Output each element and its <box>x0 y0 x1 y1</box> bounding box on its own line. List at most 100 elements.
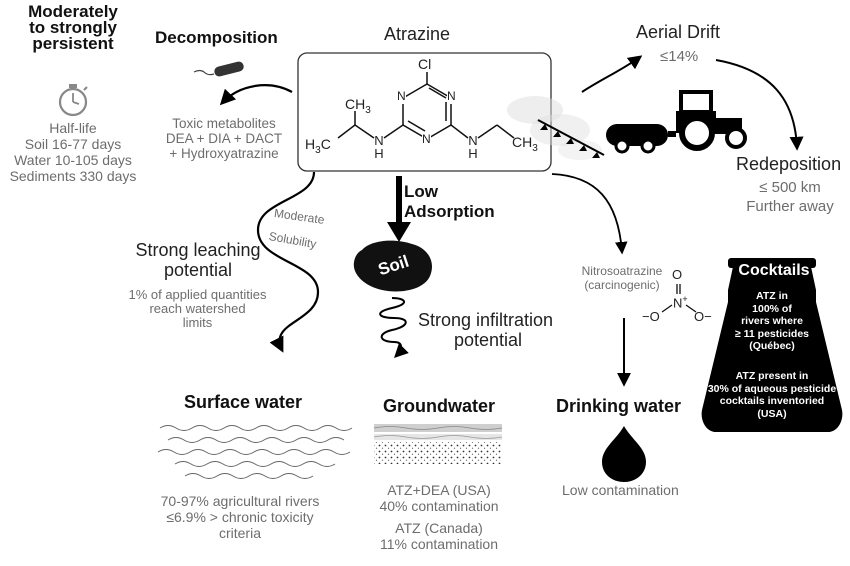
leaching-title-line: Strong leaching <box>135 240 261 260</box>
adsorption-title: Low Adsorption <box>404 182 495 222</box>
atom-n-ring-bottom: N <box>422 132 431 147</box>
atom-text: N <box>673 295 683 311</box>
nitroso-o-right: O− <box>694 309 712 324</box>
atom-subscript: 3 <box>532 142 538 154</box>
redeposition-block: ≤ 500 km Further away <box>736 178 844 216</box>
groundwater-block: ATZ+DEA (USA) 40% contamination ATZ (Can… <box>364 482 514 552</box>
atom-subscript: 3 <box>315 144 321 156</box>
metabolites-block: Toxic metabolites DEA + DIA + DACT + Hyd… <box>158 116 290 161</box>
atom-text: N <box>374 133 384 148</box>
infiltration-title-line: Strong infiltration <box>418 310 554 330</box>
nitroso-name: Nitrosoatrazine <box>581 264 663 278</box>
cocktails-line: 100% of <box>752 302 792 315</box>
cocktails-flask <box>701 262 843 432</box>
metabolites-line: + Hydroxyatrazine <box>169 146 279 161</box>
surface-water-title: Surface water <box>184 392 303 412</box>
groundwater-line: 40% contamination <box>379 498 499 514</box>
half-life-line: Sediments 330 days <box>9 168 137 184</box>
infiltration-spiral-arrow <box>379 297 409 358</box>
persistence-title-line: to strongly <box>29 18 117 37</box>
adsorption-title-line: Adsorption <box>404 202 495 221</box>
infiltration-title: Strong infiltration potential <box>418 310 553 350</box>
cocktails-line: (USA) <box>757 407 787 420</box>
water-drop-icon <box>602 426 646 482</box>
nitroso-branch-arrow <box>551 173 628 255</box>
groundwater-strata <box>373 424 503 464</box>
aerial-drift-value: ≤14% <box>660 48 699 65</box>
atom-ch3-top: CH3 <box>345 96 371 116</box>
atom-text: N <box>468 133 478 148</box>
cocktails-line: ATZ in <box>756 290 788 302</box>
leaching-title-line: potential <box>163 260 233 280</box>
surface-water-line: 70-97% agricultural rivers <box>160 493 320 509</box>
atom-subscript: 3 <box>365 104 371 116</box>
cocktails-line: cocktails inventoried <box>719 395 825 407</box>
cocktails-line: (Québec) <box>749 340 795 352</box>
atom-charge: + <box>682 294 688 304</box>
decomposition-arrow <box>219 84 293 106</box>
leaching-wavy-arrow <box>256 171 320 353</box>
drinking-water-note: Low contamination <box>562 482 679 498</box>
nitroso-note: (carcinogenic) <box>584 278 660 292</box>
decomposition-title: Decomposition <box>155 28 278 47</box>
persistence-title-line: persistent <box>32 34 114 53</box>
atom-cl: Cl <box>418 56 432 72</box>
groundwater-line: ATZ+DEA (USA) <box>387 482 491 498</box>
persistence-title-line: Moderately <box>28 2 118 21</box>
cocktails-title: Cocktails <box>738 262 810 279</box>
redeposition-line: Further away <box>746 198 834 215</box>
adsorption-arrow <box>387 176 411 242</box>
nitroso-o-top: O <box>672 267 683 282</box>
spray-cloud <box>507 96 602 160</box>
leaching-line: 1% of applied quantities <box>128 287 267 302</box>
atom-n-ring-right: N <box>447 89 456 104</box>
atom-n-ring-left: N <box>397 89 406 104</box>
atom-nh-left: N H <box>372 134 386 160</box>
cocktails-line: 30% of aqueous pesticide <box>707 382 837 395</box>
surface-water-line: ≤6.9% > chronic toxicity <box>166 509 314 525</box>
redeposition-line: ≤ 500 km <box>759 179 821 196</box>
redeposition-title: Redeposition <box>736 154 842 174</box>
surface-water-waves <box>157 425 353 479</box>
atom-text: H <box>305 136 316 152</box>
atom-h3c-left: H3C <box>305 136 331 156</box>
groundwater-title: Groundwater <box>383 396 496 416</box>
metabolites-line: Toxic metabolites <box>172 116 276 131</box>
soil-clump-icon <box>353 240 432 292</box>
redeposition-arrow <box>715 59 804 151</box>
cocktails-block-1: ATZ in 100% of rivers where ≥ 11 pestici… <box>712 290 832 353</box>
cocktails-line: ATZ present in <box>735 370 809 382</box>
leaching-line: reach watershed <box>149 301 246 316</box>
leaching-title: Strong leaching potential <box>128 240 268 280</box>
infiltration-title-line: potential <box>454 330 523 350</box>
tractor-sprayer-icon <box>537 90 747 158</box>
nitroso-n: N+ <box>673 294 688 311</box>
half-life-block: Half-life Soil 16-77 days Water 10-105 d… <box>6 120 140 184</box>
drinking-water-title: Drinking water <box>556 396 682 416</box>
half-life-line: Soil 16-77 days <box>24 136 122 152</box>
nitroso-structure <box>661 284 697 313</box>
adsorption-title-line: Low <box>404 182 438 201</box>
nitroso-block: Nitrosoatrazine (carcinogenic) <box>562 264 682 292</box>
atom-text: H <box>468 146 478 161</box>
persistence-title: Moderately to strongly persistent <box>18 2 128 53</box>
leaching-block: 1% of applied quantities reach watershed… <box>120 288 275 330</box>
atom-text: CH <box>345 96 366 112</box>
atom-text: CH <box>512 134 533 150</box>
nitroso-o-left: −O <box>642 309 660 324</box>
aerial-drift-title: Aerial Drift <box>636 22 721 42</box>
aerial-drift-arrow <box>581 55 643 93</box>
stopwatch-icon <box>58 84 88 117</box>
metabolites-line: DEA + DIA + DACT <box>165 131 283 146</box>
half-life-line: Water 10-105 days <box>14 152 132 168</box>
half-life-label: Half-life <box>49 120 97 136</box>
cocktails-block-2: ATZ present in 30% of aqueous pesticide … <box>704 370 840 420</box>
atrazine-title: Atrazine <box>384 24 451 44</box>
atom-ch3-right: CH3 <box>512 134 538 154</box>
atom-nh-right: N H <box>466 134 480 160</box>
groundwater-line: ATZ (Canada) <box>395 520 483 536</box>
atom-text: H <box>374 146 384 161</box>
surface-water-block: 70-97% agricultural rivers ≤6.9% > chron… <box>150 493 330 541</box>
surface-water-line: criteria <box>218 525 261 541</box>
